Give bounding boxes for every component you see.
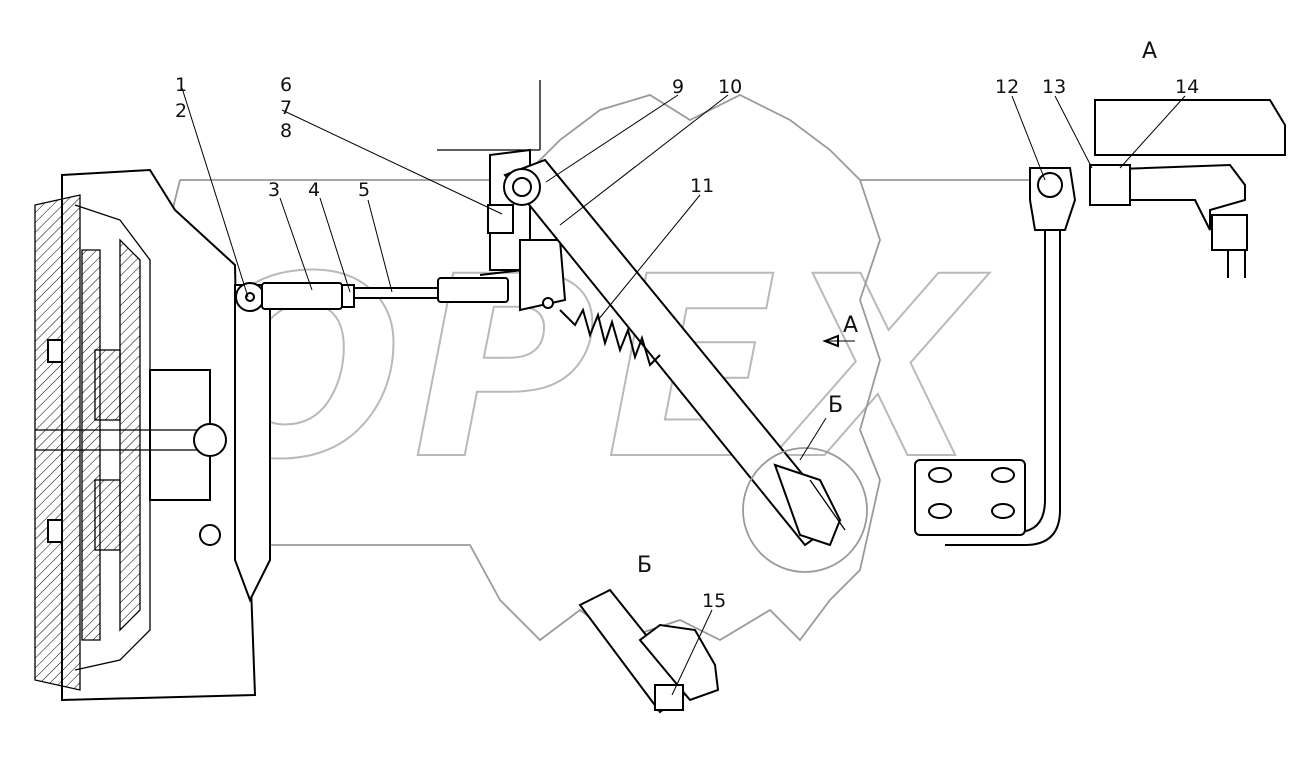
label-11: 11 bbox=[690, 175, 714, 197]
detail-b-callout-circle bbox=[742, 447, 868, 573]
view-labels: А А Б Б bbox=[637, 39, 1157, 578]
label-2: 2 bbox=[175, 100, 187, 122]
label-1: 1 bbox=[175, 74, 187, 96]
label-15: 15 bbox=[702, 590, 726, 612]
view-a-title: А bbox=[1142, 39, 1157, 64]
clutch-housing bbox=[34, 168, 267, 702]
view-b-callout-label: Б bbox=[828, 393, 843, 418]
view-b-title: Б bbox=[637, 553, 652, 578]
label-4: 4 bbox=[308, 179, 320, 201]
detail-view-b bbox=[578, 588, 720, 714]
label-5: 5 bbox=[358, 179, 370, 201]
label-6: 6 bbox=[280, 74, 292, 96]
label-7: 7 bbox=[280, 97, 292, 119]
spring-anchor bbox=[542, 297, 554, 309]
label-14: 14 bbox=[1175, 76, 1199, 98]
position-labels: 1 2 3 4 5 6 7 8 9 10 11 12 13 14 15 bbox=[175, 74, 1199, 612]
label-12: 12 bbox=[995, 76, 1019, 98]
return-spring bbox=[559, 307, 661, 367]
view-a-arrow-label: А bbox=[843, 313, 858, 338]
label-3: 3 bbox=[268, 179, 280, 201]
frame-contour bbox=[159, 93, 1030, 642]
leader-lines bbox=[181, 87, 1186, 696]
pedal-shaft-assembly bbox=[914, 99, 1286, 546]
label-10: 10 bbox=[718, 76, 742, 98]
pedal-support bbox=[437, 80, 567, 312]
bracket-plate bbox=[234, 284, 271, 603]
label-13: 13 bbox=[1042, 76, 1066, 98]
label-9: 9 bbox=[672, 76, 684, 98]
pedal-lever bbox=[503, 158, 846, 547]
label-8: 8 bbox=[280, 120, 292, 142]
